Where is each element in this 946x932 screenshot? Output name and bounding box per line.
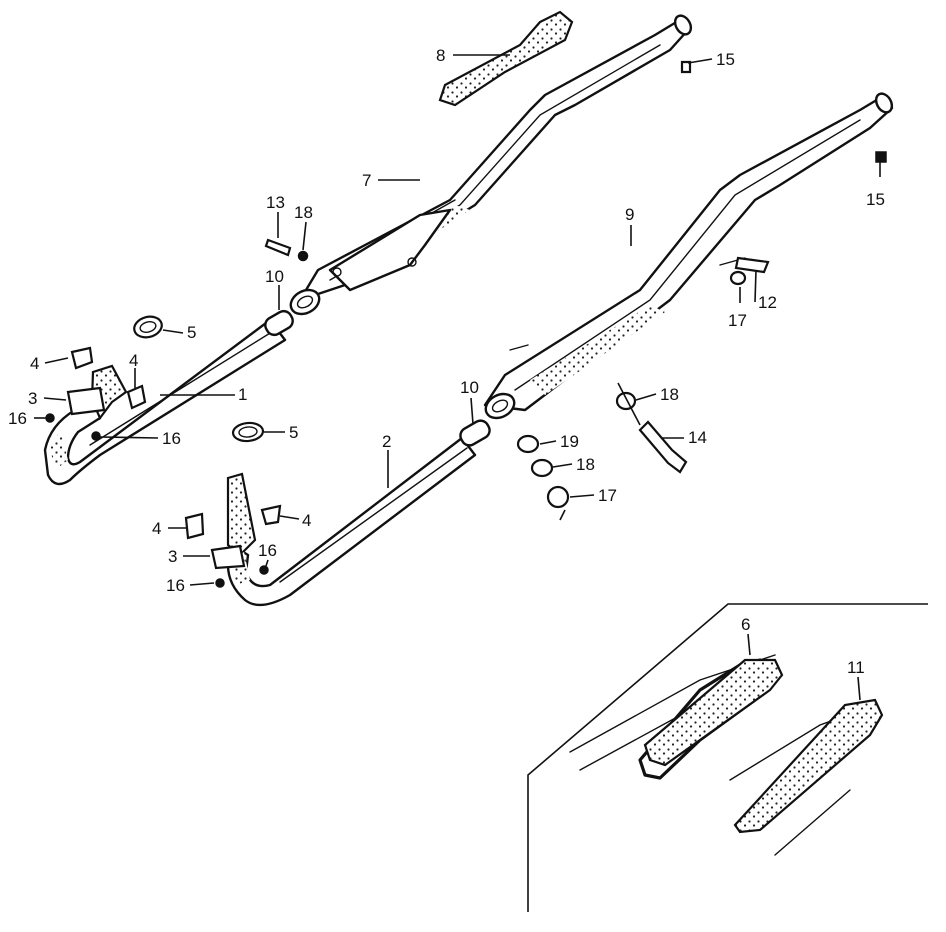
callout-15: 15 [866,190,885,209]
spacer-19 [516,434,540,454]
nut-17-lower [546,485,570,509]
callout-9: 9 [625,205,634,224]
callout-16: 16 [258,541,277,560]
callout-18: 18 [294,203,313,222]
collar-half-4 [260,504,282,526]
bolt-15-lower [875,151,887,163]
callout-17: 17 [728,311,747,330]
callout-19: 19 [560,432,579,451]
callout-labels: 1 2 3 3 4 4 4 4 5 5 6 7 8 9 10 10 11 12 … [8,46,885,677]
callout-12: 12 [758,293,777,312]
bolt-13 [264,238,292,257]
gasket-upper [133,315,163,339]
bolt-14 [638,420,688,474]
nut-18-upper [297,250,309,262]
callout-6: 6 [741,615,750,634]
nut-16-b [91,431,101,441]
callout-15: 15 [716,50,735,69]
callout-18: 18 [576,455,595,474]
callout-11: 11 [847,658,865,677]
bracket-12 [734,256,770,274]
callout-16: 16 [162,429,181,448]
callout-4: 4 [302,511,311,530]
callout-16: 16 [8,409,27,428]
leader-lines [34,54,881,701]
callout-2: 2 [382,432,391,451]
callout-13: 13 [266,193,285,212]
upper-muffler [289,14,693,316]
collar-half-1 [70,346,94,370]
callout-4: 4 [152,519,161,538]
bolt-15-upper [680,60,692,74]
lower-muffler [483,92,894,420]
nut-17-upper [729,270,747,286]
inset-panel [527,603,928,912]
callout-7: 7 [362,171,371,190]
callout-3: 3 [168,547,177,566]
callout-18: 18 [660,385,679,404]
callout-5: 5 [187,323,196,342]
callout-17: 17 [598,486,617,505]
flange-upper [66,386,106,416]
callout-14: 14 [688,428,707,447]
washer-18-lower [530,458,554,478]
callout-1: 1 [238,385,247,404]
callout-16: 16 [166,576,185,595]
callout-8: 8 [436,46,445,65]
callout-4: 4 [30,354,39,373]
nut-16-c [259,565,269,575]
baffle-insert-upper [438,10,574,107]
callout-10: 10 [265,267,284,286]
flange-lower [210,544,246,570]
collar-half-2 [126,384,147,410]
nut-16-a [45,413,55,423]
exhaust-pipe-lower [226,419,491,607]
washer-18-right [615,391,637,411]
collar-half-3 [184,512,205,540]
callout-4: 4 [129,351,138,370]
nut-16-d [215,578,225,588]
callout-5: 5 [289,423,298,442]
callout-3: 3 [28,389,37,408]
gasket-lower [231,421,265,443]
callout-10: 10 [460,378,479,397]
